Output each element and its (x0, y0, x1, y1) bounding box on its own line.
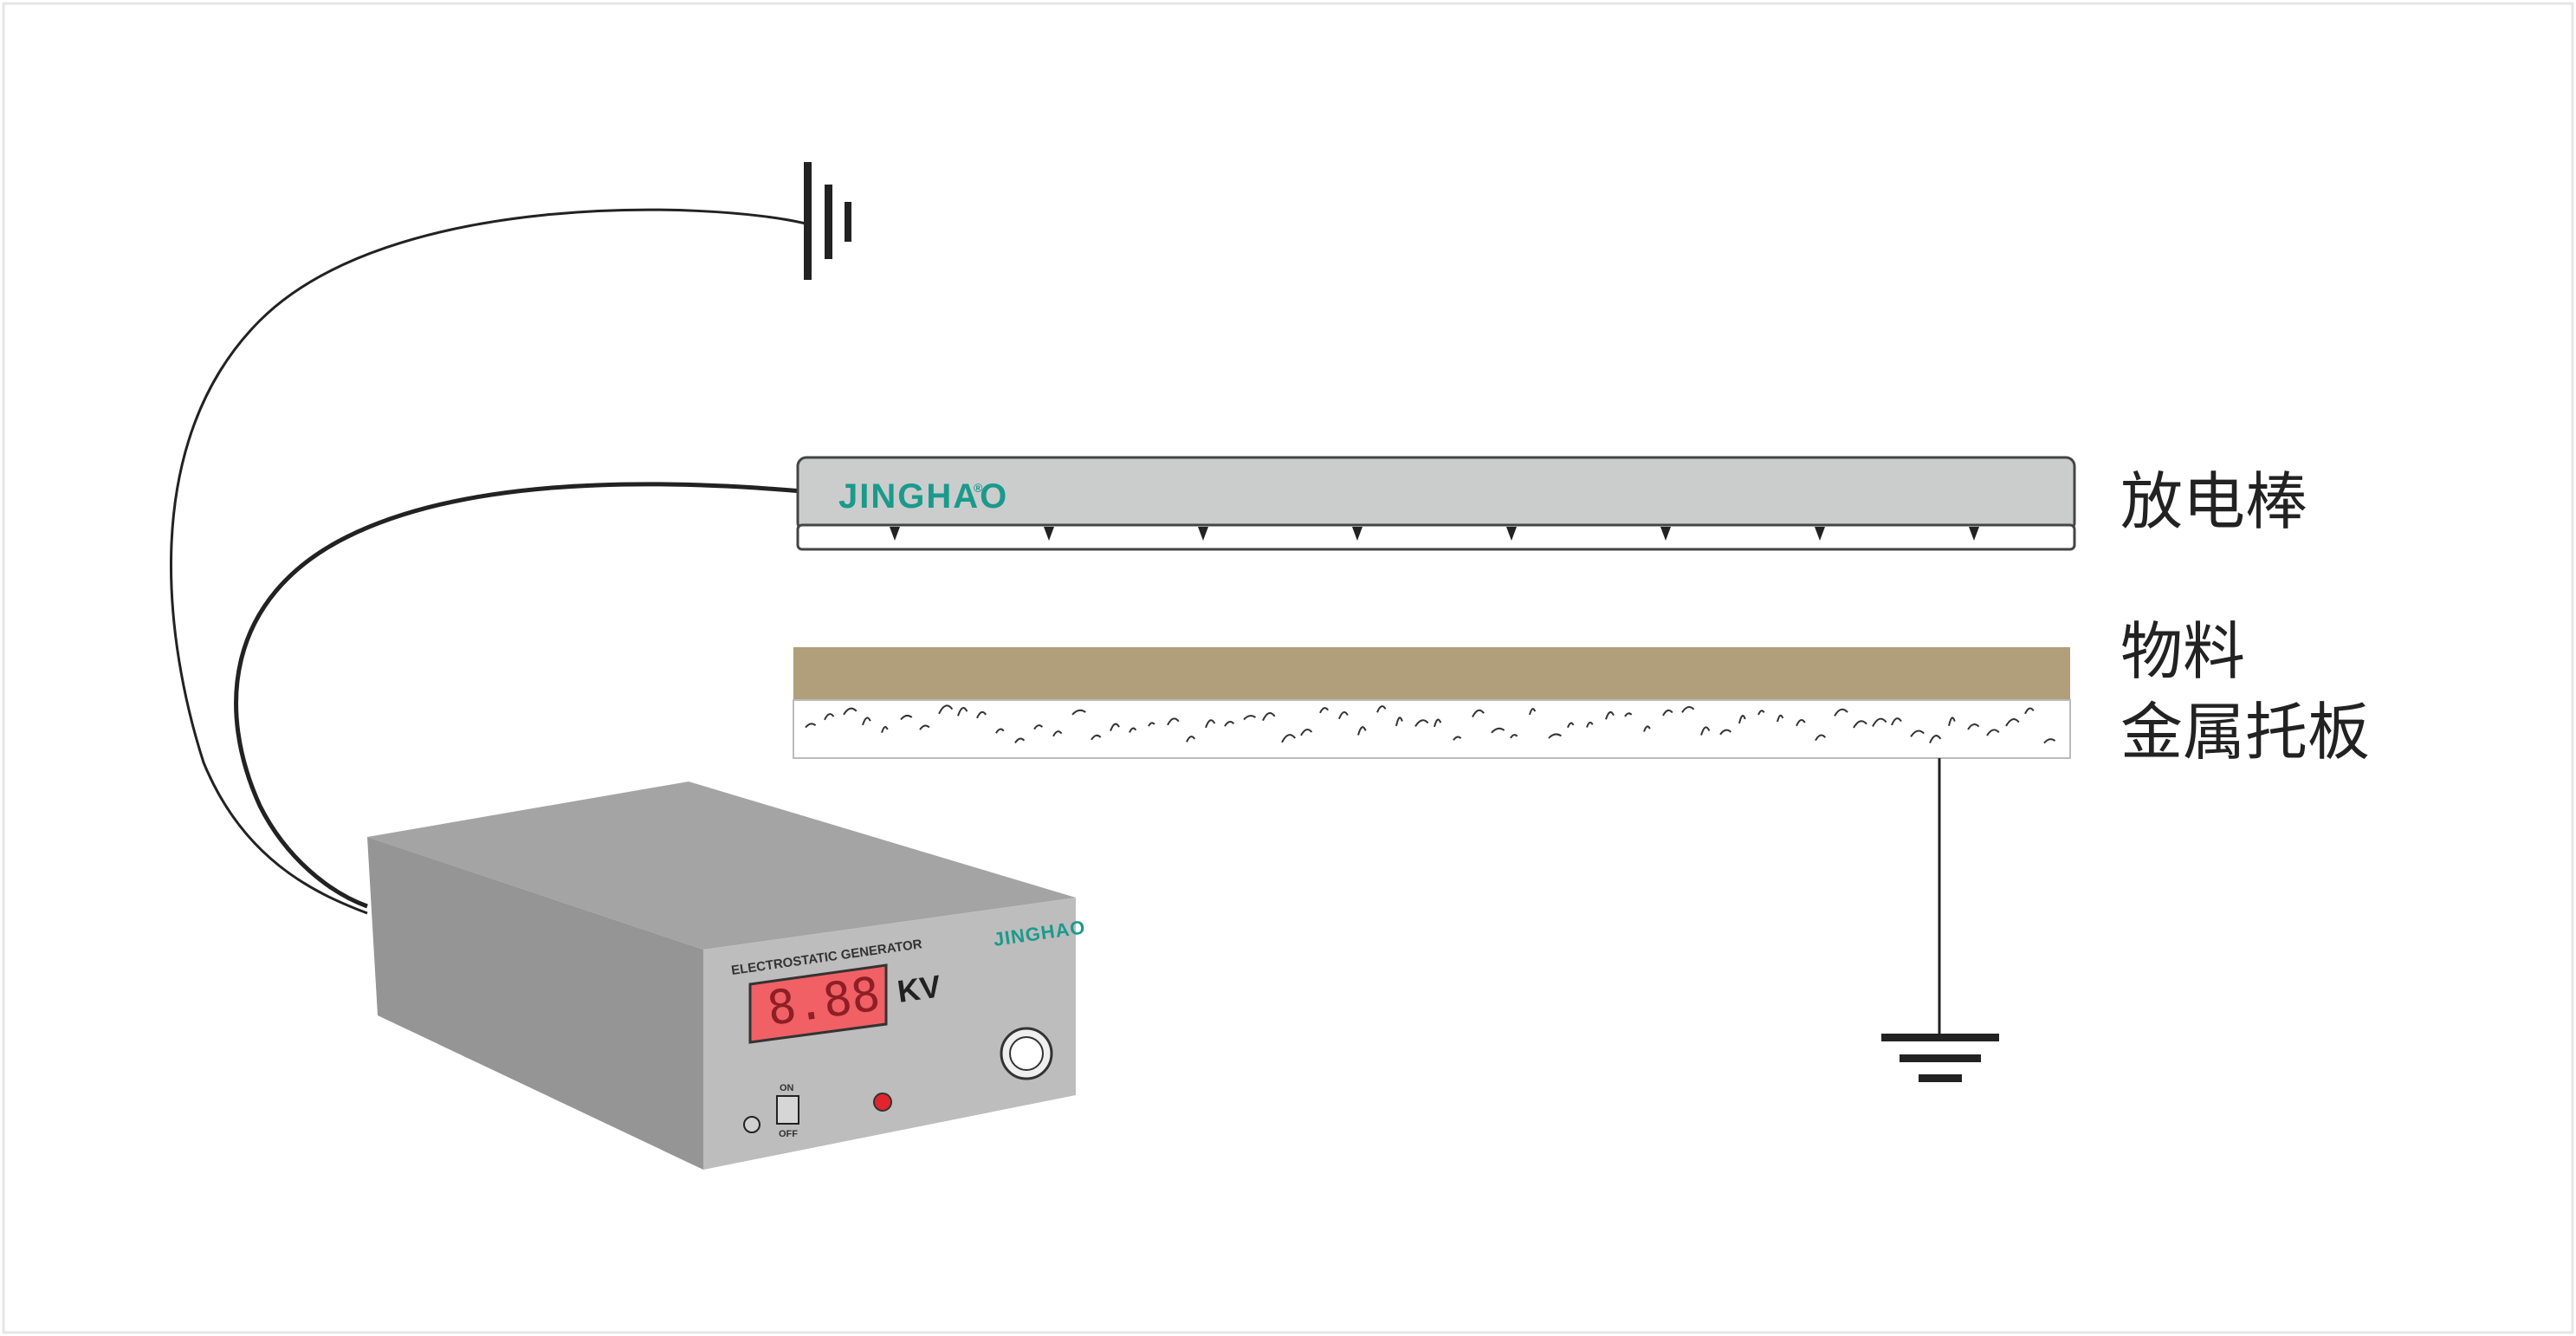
discharge-needle (1660, 527, 1671, 541)
discharge-needle (1969, 527, 1979, 541)
generator-top-face (367, 781, 1076, 950)
voltage-display (748, 963, 888, 1044)
discharge-needle (1044, 527, 1054, 541)
indicator-light (873, 1093, 892, 1112)
discharge-needle (1198, 527, 1208, 541)
material-layer (793, 647, 2070, 700)
discharge-bar-brand-registered: ® (974, 481, 983, 495)
ground-symbol-top (804, 162, 851, 280)
fuse-port (743, 1116, 761, 1133)
metal-plate-texture (805, 704, 2056, 744)
discharge-cable (234, 482, 803, 909)
discharge-needle (1352, 527, 1362, 541)
switch-off-label: OFF (779, 1129, 798, 1139)
electrostatic-generator: ELECTROSTATIC GENERATOR JINGHAO 8.88 KV … (367, 781, 1087, 1170)
label-metal-plate: 金属托板 (2120, 696, 2370, 769)
discharge-needles (890, 527, 1979, 541)
voltage-knob-center (1009, 1036, 1044, 1071)
discharge-needle (890, 527, 900, 541)
label-material: 物料 (2120, 615, 2245, 688)
discharge-needle (1506, 527, 1517, 541)
metal-plate (793, 699, 2071, 759)
switch-on-label: ON (780, 1083, 794, 1093)
discharge-bar-brand-logo: JINGHAO (838, 477, 1008, 516)
label-discharge-bar: 放电棒 (2120, 465, 2307, 538)
discharge-bar-base (796, 523, 2076, 551)
voltage-unit: KV (895, 968, 942, 1009)
discharge-needle (1815, 527, 1825, 541)
ground-cable (170, 208, 806, 915)
discharge-bar: JINGHAO ® (796, 456, 2076, 551)
power-switch[interactable] (776, 1095, 799, 1125)
ground-symbol-right (1881, 1034, 1999, 1082)
generator-side-face (367, 837, 703, 1170)
